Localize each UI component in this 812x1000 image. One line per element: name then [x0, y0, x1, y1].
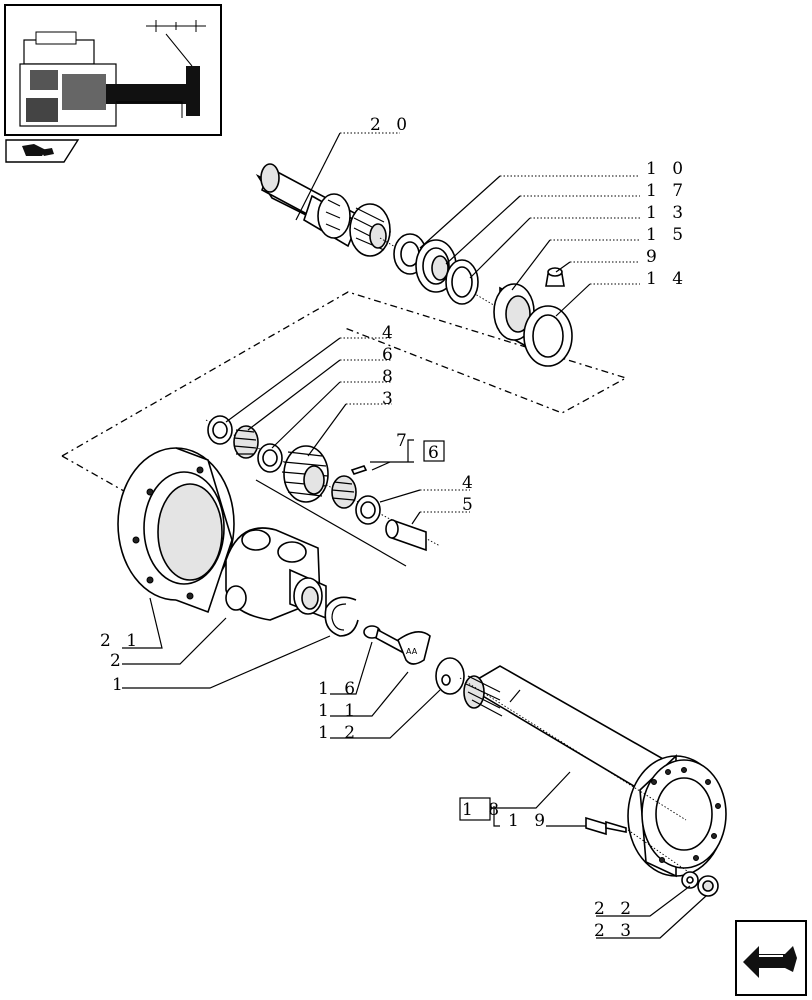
part-1-snap-ring — [324, 596, 359, 637]
part-12-washer — [435, 657, 465, 695]
callout-11: 1 1 — [318, 701, 360, 721]
callout-1: 1 — [112, 675, 128, 695]
callout-22: 2 2 — [594, 899, 636, 919]
next-page-arrow-icon[interactable] — [735, 920, 807, 996]
part-18-axle-shaft — [463, 665, 727, 878]
callout-17: 1 7 — [646, 181, 688, 201]
callout-13: 1 3 — [646, 203, 688, 223]
part-22-washer — [681, 871, 699, 889]
callout-6: 6 — [382, 345, 398, 365]
callout-21: 2 1 — [100, 631, 142, 651]
part-16-bolt — [363, 625, 405, 654]
callout-16: 1 6 — [318, 679, 360, 699]
assembly-thumbnail[interactable] — [4, 4, 222, 136]
part-21-ring-gear — [117, 447, 235, 614]
callout-2: 2 — [110, 651, 126, 671]
part-6-needle-bearing-a — [233, 425, 259, 459]
part-14-seal — [523, 305, 573, 367]
catalog-book-icon[interactable] — [4, 138, 80, 164]
part-11-lock-plate: AA — [397, 631, 431, 665]
part-7-pin — [350, 465, 368, 475]
callout-15: 1 5 — [646, 225, 688, 245]
part-8-washer — [257, 443, 283, 473]
callout-14: 1 4 — [646, 269, 688, 289]
callout-9: 9 — [646, 247, 662, 267]
callout-7: 7 — [396, 431, 412, 451]
callout-6-boxed: 6 — [428, 443, 444, 463]
callout-5: 5 — [462, 495, 478, 515]
callout-12: 1 2 — [318, 723, 360, 743]
callout-20: 2 0 — [370, 115, 412, 135]
part-2-carrier — [225, 527, 327, 621]
callout-23: 2 3 — [594, 921, 636, 941]
part-13-ring — [445, 259, 479, 305]
part-9-nipple — [545, 267, 565, 287]
thumbnail-drawing — [19, 20, 206, 127]
part-6-needle-bearing-b — [331, 475, 357, 509]
part-3-planet-gear — [281, 445, 329, 503]
part-4-washer-a — [207, 415, 233, 445]
part-23-nut — [697, 875, 719, 897]
part-5-planet-pin — [385, 518, 427, 552]
part-15-bearing-cup — [493, 283, 535, 348]
svg-text:AA: AA — [406, 647, 418, 656]
part-19-stud — [585, 816, 627, 836]
callout-3: 3 — [382, 389, 398, 409]
callout-4a: 4 — [382, 323, 398, 343]
callout-8: 8 — [382, 367, 398, 387]
part-20-shaft — [255, 163, 392, 257]
callout-10: 1 0 — [646, 159, 688, 179]
part-17-bearing — [415, 239, 457, 293]
callout-4b: 4 — [462, 473, 478, 493]
callout-19: 1 9 — [508, 811, 550, 831]
assembly-boundary-line — [61, 291, 628, 457]
callout-18-boxed: 1 8 — [462, 800, 504, 820]
part-4-washer-b — [355, 495, 381, 525]
